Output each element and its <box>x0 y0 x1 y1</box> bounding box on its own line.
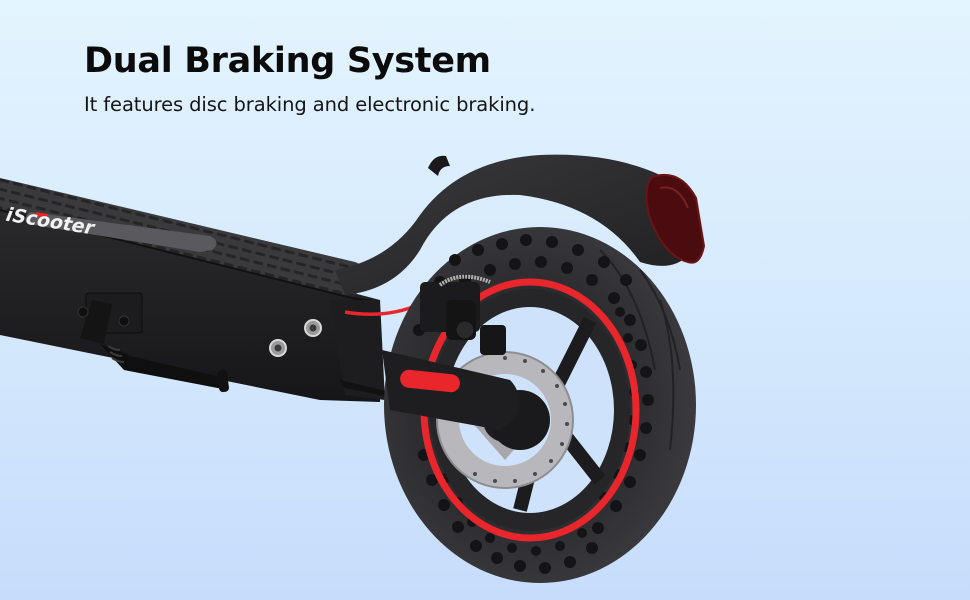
banner-subtitle: It features disc braking and electronic … <box>84 93 536 116</box>
rear-fender <box>335 154 706 295</box>
side-reflector <box>400 369 460 393</box>
brake-caliper <box>420 274 506 355</box>
rear-wheel <box>384 227 696 583</box>
deck: iScooter <box>0 178 395 402</box>
fender-latch <box>428 155 450 176</box>
swing-arm <box>382 350 519 430</box>
deck-bolts <box>269 319 322 357</box>
banner-title: Dual Braking System <box>84 41 491 81</box>
tail-reflector <box>645 173 706 264</box>
kickstand <box>77 292 229 393</box>
